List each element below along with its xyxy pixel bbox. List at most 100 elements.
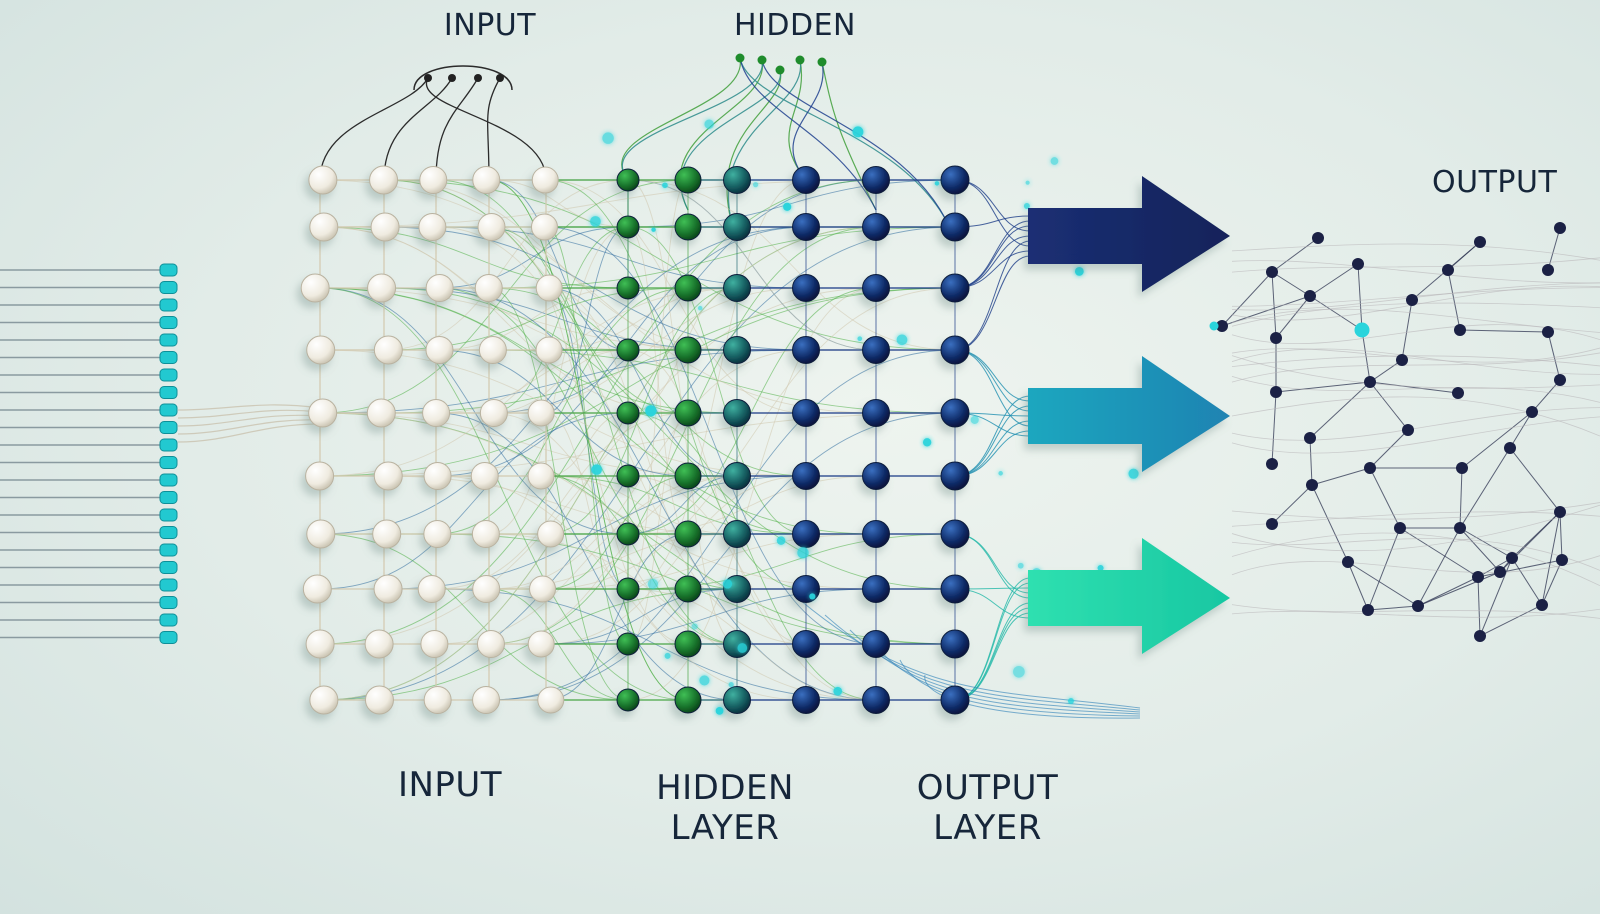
graph-node (1306, 479, 1318, 491)
connection-wire (545, 412, 629, 477)
graph-node (1536, 599, 1548, 611)
cyan-particle (647, 578, 659, 590)
network-node (940, 574, 970, 604)
network-node (308, 165, 338, 195)
network-node (940, 398, 970, 428)
connection-wire (627, 226, 807, 535)
graph-node (1266, 518, 1278, 530)
network-node (370, 212, 400, 242)
cyan-particle (1017, 562, 1024, 569)
network-node (792, 630, 820, 658)
input-bridge-line (177, 423, 321, 443)
network-node (366, 398, 396, 428)
input-terminal (159, 351, 178, 364)
graph-edge (1531, 379, 1561, 413)
connection-wire (488, 179, 629, 228)
network-node (674, 575, 702, 603)
graph-edge (1477, 576, 1481, 637)
top-input-wire (383, 77, 453, 181)
cyan-particle (704, 119, 714, 129)
graph-edge (1369, 381, 1459, 394)
network-node (364, 629, 394, 659)
graph-node (1474, 236, 1486, 248)
connection-wire (545, 226, 629, 645)
connection-wire (545, 287, 956, 590)
input-terminal (159, 421, 178, 434)
connection-wire (545, 475, 807, 645)
graph-node (1364, 462, 1376, 474)
graph-edge (1479, 604, 1543, 637)
network-node (308, 398, 338, 428)
graph-node (1506, 552, 1518, 564)
graph-edge (1367, 605, 1419, 611)
network-node (302, 574, 332, 604)
cyan-particle (857, 336, 863, 342)
graph-edge (1311, 467, 1371, 486)
top-input-terminal (448, 74, 456, 82)
network-node (616, 401, 640, 425)
network-node (535, 274, 563, 302)
graph-edge (1547, 227, 1561, 271)
graph-node (1396, 354, 1408, 366)
input-terminal (159, 456, 178, 469)
graph-faint-edge (1231, 287, 1600, 307)
graph-edge (1309, 263, 1359, 297)
graph-faint-edge (1231, 532, 1600, 587)
graph-edge (1541, 559, 1563, 606)
graph-node (1452, 387, 1464, 399)
connection-wire (488, 349, 956, 701)
network-node (372, 519, 402, 549)
graph-edge (1221, 271, 1273, 327)
bottom-output-layer-label: OUTPUT LAYER (895, 768, 1080, 848)
input-terminal (159, 386, 178, 399)
connection-wire (435, 412, 738, 701)
top-input-wire (487, 77, 501, 181)
network-node (527, 399, 555, 427)
graph-faint-edge (1231, 604, 1600, 619)
connection-wire (545, 533, 689, 701)
connection-wire (545, 287, 738, 535)
graph-edge (1459, 527, 1501, 573)
connection-wire (545, 475, 738, 535)
graph-node (1454, 522, 1466, 534)
input-terminal (159, 578, 178, 592)
network-node (527, 630, 555, 658)
cyan-particle (1013, 665, 1025, 678)
top-hidden-wire (621, 59, 763, 181)
input-terminal (159, 526, 178, 539)
graph-edge (1399, 527, 1479, 578)
connection-wire (383, 179, 807, 535)
connection-wire (383, 179, 738, 351)
network-node (674, 166, 702, 194)
network-node (723, 399, 751, 427)
connection-wire (627, 475, 877, 701)
top-hidden-terminal (795, 55, 805, 65)
network-node (862, 630, 890, 658)
cyan-particle (809, 593, 816, 600)
cyan-particle (591, 464, 602, 475)
network-node (792, 166, 820, 194)
network-node (862, 336, 890, 364)
trailing-wire (799, 599, 1141, 709)
network-node (537, 520, 565, 548)
floating-particles (590, 119, 1139, 715)
graph-edge (1511, 557, 1543, 606)
network-node (530, 213, 558, 241)
cyan-particle (737, 643, 748, 653)
graph-node (1504, 442, 1516, 454)
network-node (792, 399, 820, 427)
graph-edge (1477, 557, 1513, 578)
output-wire (954, 607, 1031, 701)
top-hidden-label: HIDDEN (733, 8, 856, 43)
network-node (792, 213, 820, 241)
cyan-particle (691, 623, 698, 630)
connection-wire (383, 179, 629, 351)
network-node (527, 462, 555, 490)
graph-node (1209, 321, 1219, 331)
connection-wire (488, 226, 689, 645)
top-output-label: OUTPUT (1432, 165, 1558, 200)
top-hidden-wire (739, 57, 956, 241)
cyan-particle (728, 682, 734, 688)
cyan-particle (970, 415, 979, 424)
connection-wire (488, 226, 629, 414)
